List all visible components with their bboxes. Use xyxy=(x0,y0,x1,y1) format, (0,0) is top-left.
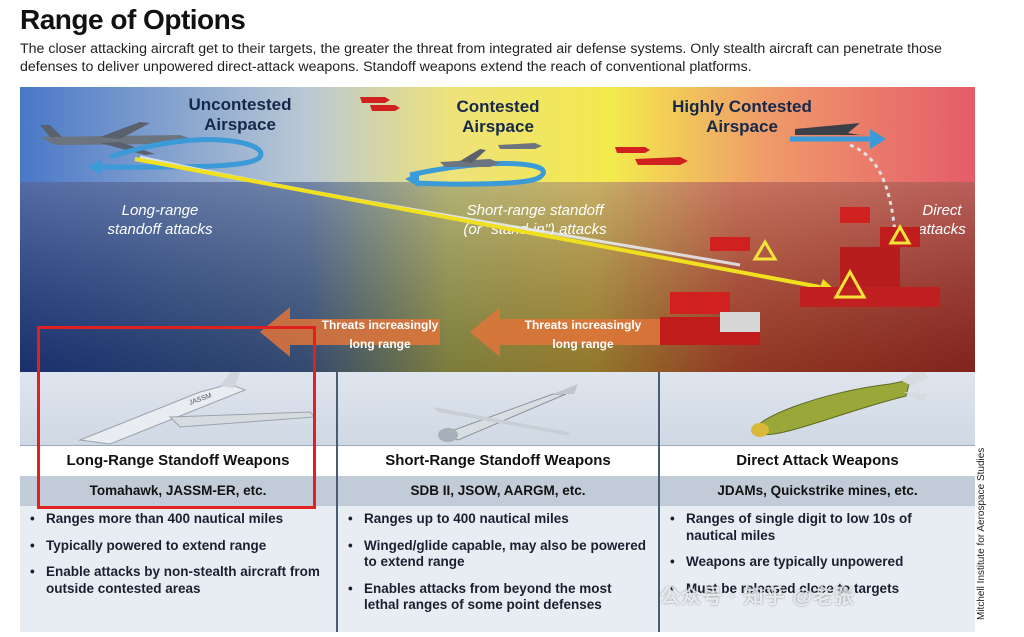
weapon-image-area: JASSM xyxy=(20,370,336,445)
list-item: Weapons are typically unpowered xyxy=(670,554,965,571)
zone-uncontested-line1: Uncontested xyxy=(189,95,292,114)
zone-uncontested-line2: Airspace xyxy=(204,115,276,134)
threat-label-1-line1: Threats increasingly xyxy=(322,318,439,332)
cruise-missile-icon: JASSM xyxy=(78,370,317,445)
attack-label-direct-line2: attacks xyxy=(918,221,966,238)
column-divider xyxy=(336,372,338,632)
bullets-long-range: Ranges more than 400 nautical miles Typi… xyxy=(20,511,336,607)
column-long-range: JASSM Long-Range Standoff Weapons Tomaha… xyxy=(20,370,336,632)
examples-short-range: SDB II, JSOW, AARGM, etc. xyxy=(338,476,658,506)
threat-arrow-icon xyxy=(470,307,660,357)
flight-path-uncontested xyxy=(94,137,264,170)
target-warning-icon xyxy=(833,268,867,299)
list-item: Winged/glide capable, may also be powere… xyxy=(348,538,648,571)
page-subtitle: The closer attacking aircraft get to the… xyxy=(20,41,942,75)
direct-attack-path xyxy=(849,143,897,233)
threat-label-1-line2: long range xyxy=(349,337,411,351)
attack-label-short-range-line1: Short-range standoff xyxy=(467,202,606,219)
heading-short-range: Short-Range Standoff Weapons xyxy=(338,445,658,476)
zone-contested-line2: Airspace xyxy=(462,117,534,136)
weapon-panels: JASSM Long-Range Standoff Weapons Tomaha… xyxy=(20,368,975,632)
source-credit: Mitchell Institute for Aerospace Studies xyxy=(976,447,987,620)
threat-label-2-line2: long range xyxy=(552,337,614,351)
guided-bomb-icon xyxy=(751,368,928,437)
heading-long-range: Long-Range Standoff Weapons xyxy=(20,445,336,476)
column-divider xyxy=(658,372,660,632)
threat-label-2-line1: Threats increasingly xyxy=(525,318,642,332)
target-warning-icon xyxy=(752,239,778,261)
long-range-track xyxy=(134,157,821,289)
enemy-fighter-icon xyxy=(360,97,688,165)
list-item: Ranges of single digit to low 10s of nau… xyxy=(670,511,965,544)
list-item: Ranges more than 400 nautical miles xyxy=(30,511,326,528)
highlight-box xyxy=(37,326,316,509)
list-item: Must be released close to targets xyxy=(670,581,965,598)
forward-arrow-icon xyxy=(870,129,886,149)
column-direct-attack: Direct Attack Weapons JDAMs, Quickstrike… xyxy=(660,368,975,632)
bullets-short-range: Ranges up to 400 nautical miles Winged/g… xyxy=(338,511,658,624)
attack-label-long-range-line2: standoff attacks xyxy=(107,221,213,238)
zone-highly-contested-line1: Highly Contested xyxy=(672,97,812,116)
bullets-direct-attack: Ranges of single digit to low 10s of nau… xyxy=(660,511,975,607)
examples-long-range: Tomahawk, JASSM-ER, etc. xyxy=(20,476,336,506)
examples-direct-attack: JDAMs, Quickstrike mines, etc. xyxy=(660,476,975,506)
list-item: Ranges up to 400 nautical miles xyxy=(348,511,648,528)
attack-label-direct-line1: Direct xyxy=(922,202,962,219)
zone-highly-contested-line2: Airspace xyxy=(706,117,778,136)
return-arrow-icon xyxy=(405,172,419,187)
stealth-aircraft-icon xyxy=(795,123,860,135)
page-title: Range of Options xyxy=(20,4,246,35)
weapon-image-area xyxy=(660,368,975,445)
threat-arrow-icon xyxy=(260,307,440,357)
return-arrow-icon xyxy=(88,159,102,175)
zone-contested-line1: Contested xyxy=(456,97,539,116)
glide-bomb-icon xyxy=(433,384,578,442)
column-short-range: Short-Range Standoff Weapons SDB II, JSO… xyxy=(338,372,658,632)
air-defense-sites xyxy=(660,207,940,345)
heading-direct-attack: Direct Attack Weapons xyxy=(660,445,975,476)
attack-label-long-range-line1: Long-range xyxy=(122,202,199,219)
list-item: Typically powered to extend range xyxy=(30,538,326,555)
watermark: 公众号 · 知乎 @老张 xyxy=(660,586,855,608)
fighter-aircraft-icon xyxy=(440,149,500,167)
fighter-aircraft-icon xyxy=(498,143,542,149)
weapon-image-area xyxy=(338,372,658,445)
target-warning-icon xyxy=(888,223,912,245)
airspace-scene: Uncontested Airspace Contested Airspace … xyxy=(20,87,975,377)
list-item: Enables attacks from beyond the most let… xyxy=(348,581,648,614)
list-item: Enable attacks by non-stealth aircraft f… xyxy=(30,564,326,597)
